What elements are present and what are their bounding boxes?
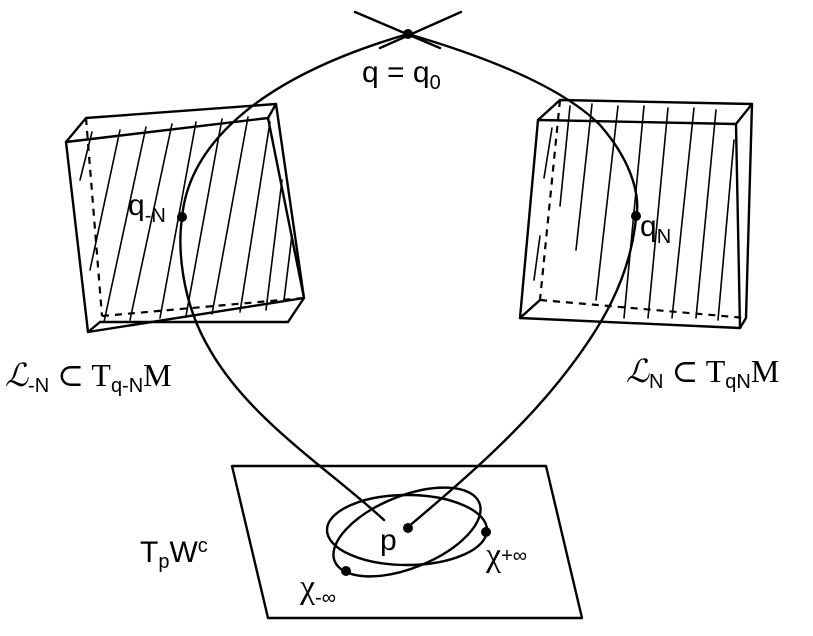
top-crossing [353, 10, 463, 50]
left-box-top-face [64, 102, 278, 144]
label-p: p [380, 524, 397, 557]
crossing-line-right [378, 10, 463, 50]
label-tangent-plane: TpWc [140, 535, 208, 573]
point-q-minus-n [177, 212, 187, 222]
point-q-n [631, 211, 641, 221]
left-box-right-edge [274, 102, 306, 324]
left-box-hidden-bottom [101, 296, 305, 318]
tangent-plane [230, 464, 584, 620]
right-box-bottom-corner [518, 298, 542, 320]
label-q-n: qN [640, 210, 671, 248]
crossing-line-left [353, 10, 442, 50]
point-q0 [403, 29, 413, 39]
label-q0: q = q0 [362, 56, 441, 94]
left-box-bottom-corner [86, 320, 102, 334]
point-chi-plus-inf [481, 527, 491, 537]
label-chi-plus-inf: χ+∞ [485, 537, 527, 574]
label-l-n: ℒN ⊂ TqNM [626, 353, 779, 393]
orbit-curve [179, 32, 639, 529]
left-box-hatching [79, 116, 293, 323]
right-box-top-face [536, 98, 754, 126]
label-q-minus-n: q-N [128, 189, 166, 227]
right-box-front-face [518, 118, 742, 330]
right-box-hidden-vertical [538, 99, 562, 301]
left-box [64, 102, 306, 334]
point-chi-minus-inf [341, 566, 351, 576]
point-p [403, 523, 413, 533]
ellipse-tilted [332, 486, 482, 578]
right-box-hidden-bottom [539, 298, 747, 320]
right-box-right-edge [738, 102, 754, 330]
label-l-minus-n: ℒ-N ⊂ Tq-NM [5, 357, 172, 397]
label-chi-minus-inf: χ-∞ [299, 569, 336, 609]
